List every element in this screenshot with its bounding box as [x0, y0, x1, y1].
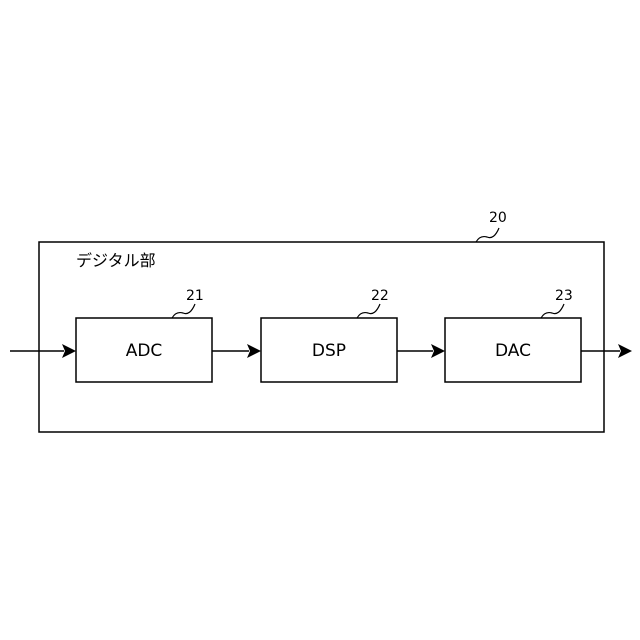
adc-ref-number: 21: [186, 288, 204, 304]
dsp-ref-number: 22: [371, 288, 389, 304]
block-dsp: DSP 22: [261, 288, 397, 382]
arrow-adc-to-dsp: [212, 344, 261, 358]
adc-label: ADC: [126, 341, 163, 361]
container-ref-leader: [476, 228, 499, 242]
dsp-dac-arrowhead: [431, 344, 445, 358]
adc-dsp-arrowhead: [247, 344, 261, 358]
adc-ref-leader: [172, 304, 195, 318]
dac-ref-number: 23: [555, 288, 573, 304]
dac-ref-leader: [541, 304, 564, 318]
arrow-dsp-to-dac: [397, 344, 445, 358]
block-dac: DAC 23: [445, 288, 581, 382]
output-arrowhead: [618, 344, 632, 358]
block-adc: ADC 21: [76, 288, 212, 382]
container-label: デジタル部: [76, 251, 156, 270]
container-ref-number: 20: [489, 210, 507, 226]
arrow-dac-to-output: [581, 344, 632, 358]
dsp-ref-leader: [357, 304, 380, 318]
arrow-input-to-adc: [10, 344, 76, 358]
input-arrowhead: [62, 344, 76, 358]
dsp-label: DSP: [312, 341, 346, 361]
dac-label: DAC: [495, 341, 531, 361]
